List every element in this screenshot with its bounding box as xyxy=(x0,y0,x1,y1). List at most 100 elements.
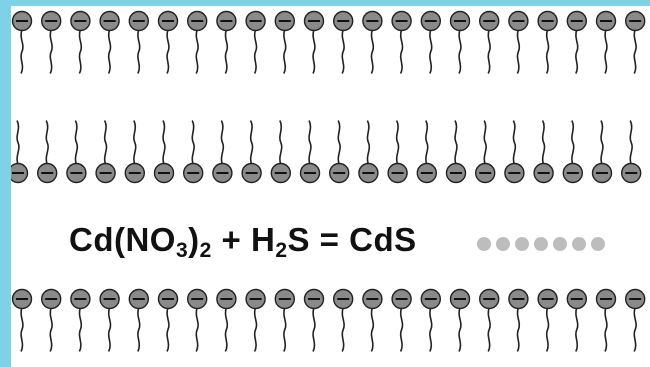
wavy-hydrocarbon-tail-icon xyxy=(545,307,550,352)
minus-sign-circle-icon xyxy=(420,10,441,32)
cds-particle xyxy=(515,237,529,251)
surfactant-molecule xyxy=(99,10,120,74)
minus-sign-circle-icon xyxy=(274,288,295,310)
surfactant-molecule xyxy=(182,120,204,184)
surfactant-molecule xyxy=(11,288,33,352)
wavy-hydrocarbon-tail-icon xyxy=(78,307,83,352)
wavy-hydrocarbon-tail-icon xyxy=(20,307,24,352)
cds-particle-chain xyxy=(477,237,605,251)
minus-sign-circle-icon xyxy=(128,10,150,32)
surfactant-molecule xyxy=(333,10,354,74)
surfactant-molecule xyxy=(186,288,208,352)
wavy-hydrocarbon-tail-icon xyxy=(399,29,404,74)
cds-particle xyxy=(534,237,548,251)
wavy-hydrocarbon-tail-icon xyxy=(103,120,108,165)
minus-sign-circle-icon xyxy=(391,288,412,310)
wavy-hydrocarbon-tail-icon xyxy=(575,29,579,74)
wavy-hydrocarbon-tail-icon xyxy=(249,120,254,165)
surfactant-molecule xyxy=(566,288,587,352)
wavy-hydrocarbon-tail-icon xyxy=(279,120,283,165)
minus-sign-circle-icon xyxy=(182,162,204,184)
wavy-hydrocarbon-tail-icon xyxy=(516,29,521,74)
surfactant-molecule xyxy=(508,10,529,74)
wavy-hydrocarbon-tail-icon xyxy=(512,120,517,165)
surfactant-molecule xyxy=(591,120,613,184)
minus-sign-circle-icon xyxy=(241,162,262,184)
wavy-hydrocarbon-tail-icon xyxy=(337,120,341,165)
surfactant-molecule xyxy=(391,10,412,74)
surfactant-molecule xyxy=(128,288,150,352)
surfactant-molecule xyxy=(449,288,471,352)
wavy-hydrocarbon-tail-icon xyxy=(370,29,375,74)
minus-sign-circle-icon xyxy=(625,288,646,310)
cds-particle xyxy=(572,237,586,251)
minus-sign-circle-icon xyxy=(11,288,33,310)
wavy-hydrocarbon-tail-icon xyxy=(78,29,83,74)
surfactant-molecule xyxy=(420,288,441,352)
wavy-hydrocarbon-tail-icon xyxy=(487,29,491,74)
wavy-hydrocarbon-tail-icon xyxy=(604,307,608,352)
equation-plus-h: + H xyxy=(211,221,276,258)
wavy-hydrocarbon-tail-icon xyxy=(399,307,404,352)
wavy-hydrocarbon-tail-icon xyxy=(137,29,141,74)
equation-subscript-2-h2s: 2 xyxy=(275,238,288,262)
wavy-hydrocarbon-tail-icon xyxy=(545,29,550,74)
wavy-hydrocarbon-tail-icon xyxy=(166,29,170,74)
minus-sign-circle-icon xyxy=(595,10,617,32)
wavy-hydrocarbon-tail-icon xyxy=(74,120,79,165)
minus-sign-circle-icon xyxy=(299,162,321,184)
wavy-hydrocarbon-tail-icon xyxy=(253,307,258,352)
wavy-hydrocarbon-tail-icon xyxy=(429,29,433,74)
wavy-hydrocarbon-tail-icon xyxy=(133,120,137,165)
surfactant-molecule xyxy=(303,10,325,74)
minus-sign-circle-icon xyxy=(124,162,146,184)
wavy-hydrocarbon-tail-icon xyxy=(283,29,287,74)
surfactant-molecule xyxy=(479,288,500,352)
surfactant-molecule xyxy=(41,10,62,74)
surfactant-molecule xyxy=(299,120,321,184)
minus-sign-circle-icon xyxy=(274,10,295,32)
surfactant-molecule xyxy=(566,10,587,74)
wavy-hydrocarbon-tail-icon xyxy=(483,120,487,165)
equation-close-paren: ) xyxy=(188,221,200,258)
surfactant-molecule xyxy=(70,10,91,74)
surfactant-molecule xyxy=(274,288,295,352)
top-monolayer xyxy=(11,10,646,74)
langmuir-blodgett-diagram xyxy=(11,10,646,352)
surfactant-molecule xyxy=(11,10,33,74)
wavy-hydrocarbon-tail-icon xyxy=(224,29,229,74)
minus-sign-circle-icon xyxy=(303,10,325,32)
minus-sign-circle-icon xyxy=(95,162,116,184)
cds-particle xyxy=(496,237,510,251)
surfactant-molecule xyxy=(11,120,29,184)
surfactant-molecule xyxy=(595,10,617,74)
surfactant-molecule xyxy=(216,10,237,74)
surfactant-molecule xyxy=(216,288,237,352)
wavy-hydrocarbon-tail-icon xyxy=(541,120,546,165)
surfactant-molecule xyxy=(303,288,325,352)
minus-sign-circle-icon xyxy=(186,288,208,310)
wavy-hydrocarbon-tail-icon xyxy=(458,29,462,74)
surfactant-molecule xyxy=(270,120,291,184)
wavy-hydrocarbon-tail-icon xyxy=(107,307,112,352)
surfactant-molecule xyxy=(157,10,179,74)
minus-sign-circle-icon xyxy=(566,10,587,32)
surfactant-molecule xyxy=(241,120,262,184)
minus-sign-circle-icon xyxy=(445,162,467,184)
minus-sign-circle-icon xyxy=(362,288,383,310)
surfactant-molecule xyxy=(508,288,529,352)
minus-sign-circle-icon xyxy=(449,10,471,32)
minus-sign-circle-icon xyxy=(11,10,33,32)
cds-particle xyxy=(553,237,567,251)
minus-sign-circle-icon xyxy=(508,10,529,32)
minus-sign-circle-icon xyxy=(212,162,233,184)
surfactant-molecule xyxy=(562,120,583,184)
minus-sign-circle-icon xyxy=(387,162,408,184)
surfactant-molecule xyxy=(391,288,412,352)
surfactant-molecule xyxy=(537,288,558,352)
surfactant-molecule xyxy=(445,120,467,184)
surfactant-molecule xyxy=(128,10,150,74)
wavy-hydrocarbon-tail-icon xyxy=(571,120,575,165)
cds-particle xyxy=(477,237,491,251)
minus-sign-circle-icon xyxy=(479,288,500,310)
